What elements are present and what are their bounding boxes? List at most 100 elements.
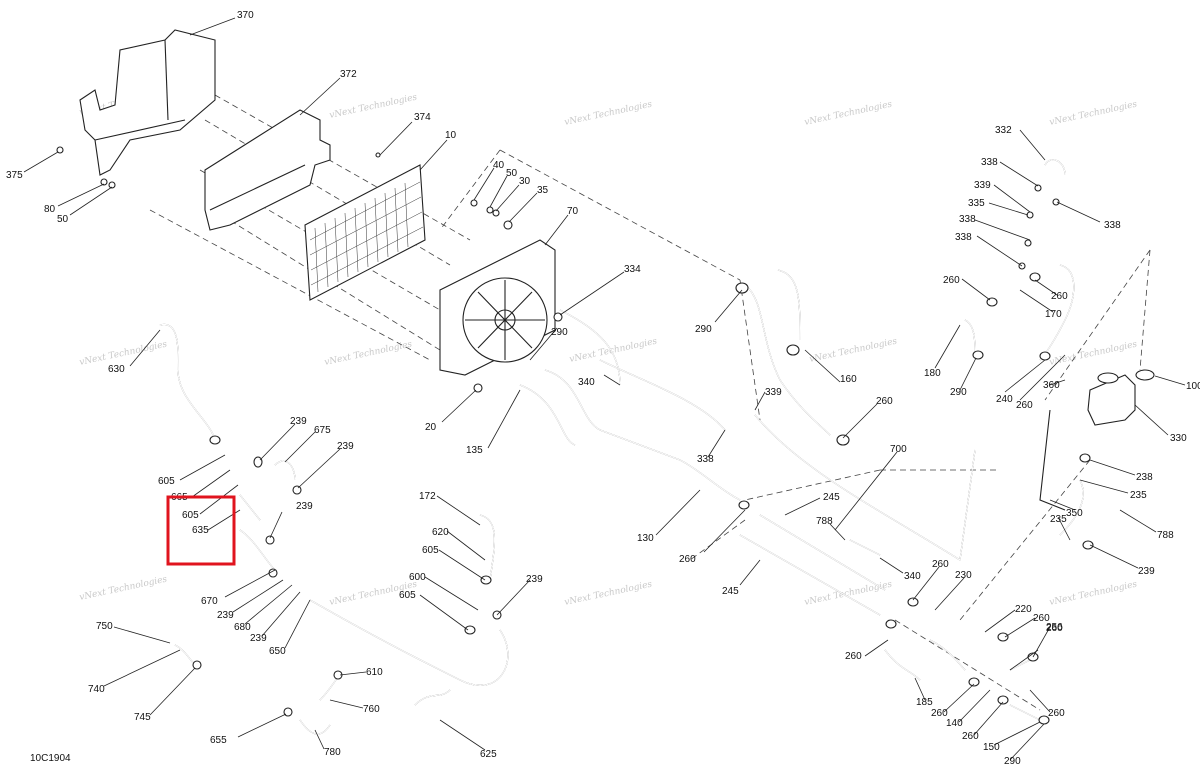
callout-label: 260: [943, 275, 960, 286]
callout-label: 260: [845, 651, 862, 662]
watermark: vNext Technologies: [79, 574, 169, 602]
watermark: vNext Technologies: [564, 99, 654, 127]
callout-label: 70: [567, 206, 579, 217]
callout-label: 290: [950, 387, 967, 398]
callout-label: 600: [409, 572, 426, 583]
callout-label: 610: [366, 667, 383, 678]
watermark: vNext Technologies: [804, 99, 894, 127]
callout-label: 260: [962, 731, 979, 742]
callout-label: 360: [1043, 380, 1060, 391]
callout-label: 338: [697, 454, 714, 465]
callout-label: 290: [695, 324, 712, 335]
callout-label: 50: [506, 168, 518, 179]
callout-label: 745: [134, 712, 151, 723]
callout-label: 150: [983, 742, 1000, 753]
callout-label: 620: [432, 527, 449, 538]
callout-label: 290: [1004, 756, 1021, 767]
callout-label: 35: [537, 185, 549, 196]
callout-label: 239: [217, 610, 234, 621]
callout-label: 100: [1186, 381, 1200, 392]
callout-label: 740: [88, 684, 105, 695]
callout-label: 338: [981, 157, 998, 168]
callout-label: 334: [624, 264, 641, 275]
callout-label: 374: [414, 112, 431, 123]
callout-label: 625: [480, 749, 497, 760]
coolant-reservoir-330: [1087, 369, 1155, 426]
callout-label: 50: [57, 214, 69, 225]
callout-label: 340: [904, 571, 921, 582]
watermark: vNext Technologies: [1049, 99, 1139, 127]
callout-label: 220: [1015, 604, 1032, 615]
callout-label: 239: [290, 416, 307, 427]
callout-label: 238: [1136, 472, 1153, 483]
callout-label: 760: [363, 704, 380, 715]
callout-label: 290: [551, 327, 568, 338]
callout-label: 680: [234, 622, 251, 633]
radiator-10: [304, 164, 426, 301]
watermark: vNext Technologies: [1049, 339, 1139, 367]
callout-label: 130: [637, 533, 654, 544]
watermark: vNext Technologies: [809, 336, 899, 364]
callout-label: 80: [44, 204, 56, 215]
callout-label: 340: [578, 377, 595, 388]
callout-label: 40: [493, 160, 505, 171]
callout-label: 239: [337, 441, 354, 452]
callout-label: 260: [1016, 400, 1033, 411]
callout-label: 245: [823, 492, 840, 503]
callout-label: 605: [182, 510, 199, 521]
callout-label: 239: [1138, 566, 1155, 577]
callout-label: 350: [1066, 508, 1083, 519]
callout-label: 780: [324, 747, 341, 758]
callout-label: 750: [96, 621, 113, 632]
callout-label: 160: [840, 374, 857, 385]
callout-label: 630: [108, 364, 125, 375]
callout-label: 135: [466, 445, 483, 456]
callout-label: 180: [924, 368, 941, 379]
callout-label: 788: [816, 516, 833, 527]
fan-shroud-panel-370: [79, 29, 216, 176]
callout-label: 140: [946, 718, 963, 729]
callout-label: 260: [1051, 291, 1068, 302]
callout-label: 256: [1046, 622, 1063, 633]
callout-label: 245: [722, 586, 739, 597]
callout-label: 260: [932, 559, 949, 570]
callout-label: 375: [6, 170, 23, 181]
highlight-box: [166, 495, 236, 566]
callout-label: 332: [995, 125, 1012, 136]
callout-label: 370: [237, 10, 254, 21]
callout-label: 239: [296, 501, 313, 512]
callout-label: 260: [876, 396, 893, 407]
callout-label: 235: [1130, 490, 1147, 501]
callout-label: 335: [968, 198, 985, 209]
callout-label: 338: [955, 232, 972, 243]
watermark: vNext Technologies: [564, 579, 654, 607]
callout-label: 675: [314, 425, 331, 436]
callout-label: 605: [158, 476, 175, 487]
callout-label: 670: [201, 596, 218, 607]
figure-code: 10C1904: [30, 753, 71, 764]
callout-labels: 370 372 374 10 375 80 50 40 50 30 35 70 …: [6, 10, 1200, 767]
callout-label: 650: [269, 646, 286, 657]
air-deflector-panel-372: [204, 109, 331, 231]
callout-label: 339: [974, 180, 991, 191]
callout-label: 260: [1033, 613, 1050, 624]
callout-label: 338: [1104, 220, 1121, 231]
callout-label: 635: [192, 525, 209, 536]
callout-label: 239: [250, 633, 267, 644]
callout-label: 339: [765, 387, 782, 398]
watermark: vNext Technologies: [329, 92, 419, 120]
callout-label: 260: [931, 708, 948, 719]
callout-label: 372: [340, 69, 357, 80]
watermark: vNext Technologies: [804, 579, 894, 607]
callout-label: 260: [679, 554, 696, 565]
callout-label: 10: [445, 130, 457, 141]
callout-label: 260: [1048, 708, 1065, 719]
callout-label: 185: [916, 697, 933, 708]
callout-label: 170: [1045, 309, 1062, 320]
callout-label: 788: [1157, 530, 1174, 541]
callout-label: 338: [959, 214, 976, 225]
callout-label: 30: [519, 176, 531, 187]
callout-label: 605: [422, 545, 439, 556]
fan-assembly-70: [439, 239, 556, 376]
callout-label: 235: [1050, 514, 1067, 525]
